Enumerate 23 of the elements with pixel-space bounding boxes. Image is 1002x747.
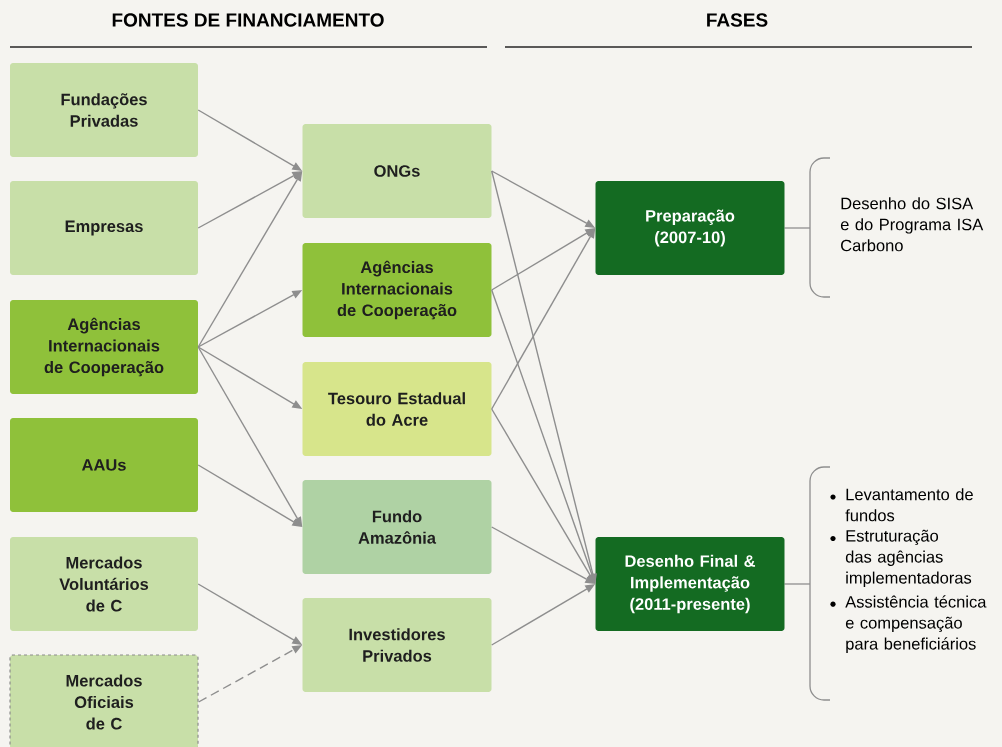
source-box: Mercados Oficiais de C xyxy=(9,654,199,747)
arrow xyxy=(491,408,596,584)
source-box: Empresas xyxy=(10,181,198,275)
bullet-item: Levantamento de fundos xyxy=(830,488,973,522)
source-box: Mercados Voluntários de C xyxy=(10,537,198,631)
phase-box: Desenho Final & Implementação (2011-presente) xyxy=(595,537,785,631)
arrow xyxy=(197,346,303,527)
arrow xyxy=(197,171,303,348)
channel-box: Tesouro Estadual do Acre xyxy=(302,362,492,456)
arrow xyxy=(491,228,596,410)
source-box: Agências Internacionais de Cooperação xyxy=(10,300,198,394)
phase-box: Preparação (2007-10) xyxy=(595,181,785,275)
channel-box: Agências Internacionais de Cooperação xyxy=(302,243,492,337)
note-text: Desenho do SISA e do Programa ISA Carbono xyxy=(840,197,984,252)
bullet-item: Assistência técnica e compensação para beneficiários xyxy=(830,595,987,653)
channel-box: Investidores Privados xyxy=(302,598,492,692)
source-box: Fundações Privadas xyxy=(10,63,198,157)
section-heading: FONTES DE FINANCIAMENTO xyxy=(112,13,384,27)
channel-box: ONGs xyxy=(302,124,492,218)
bullet-item: Estruturação das agências implementadoras xyxy=(830,529,972,587)
channel-box: Fundo Amazônia xyxy=(302,480,492,574)
section-heading: FASES xyxy=(707,13,768,27)
source-box: AAUs xyxy=(10,418,198,512)
